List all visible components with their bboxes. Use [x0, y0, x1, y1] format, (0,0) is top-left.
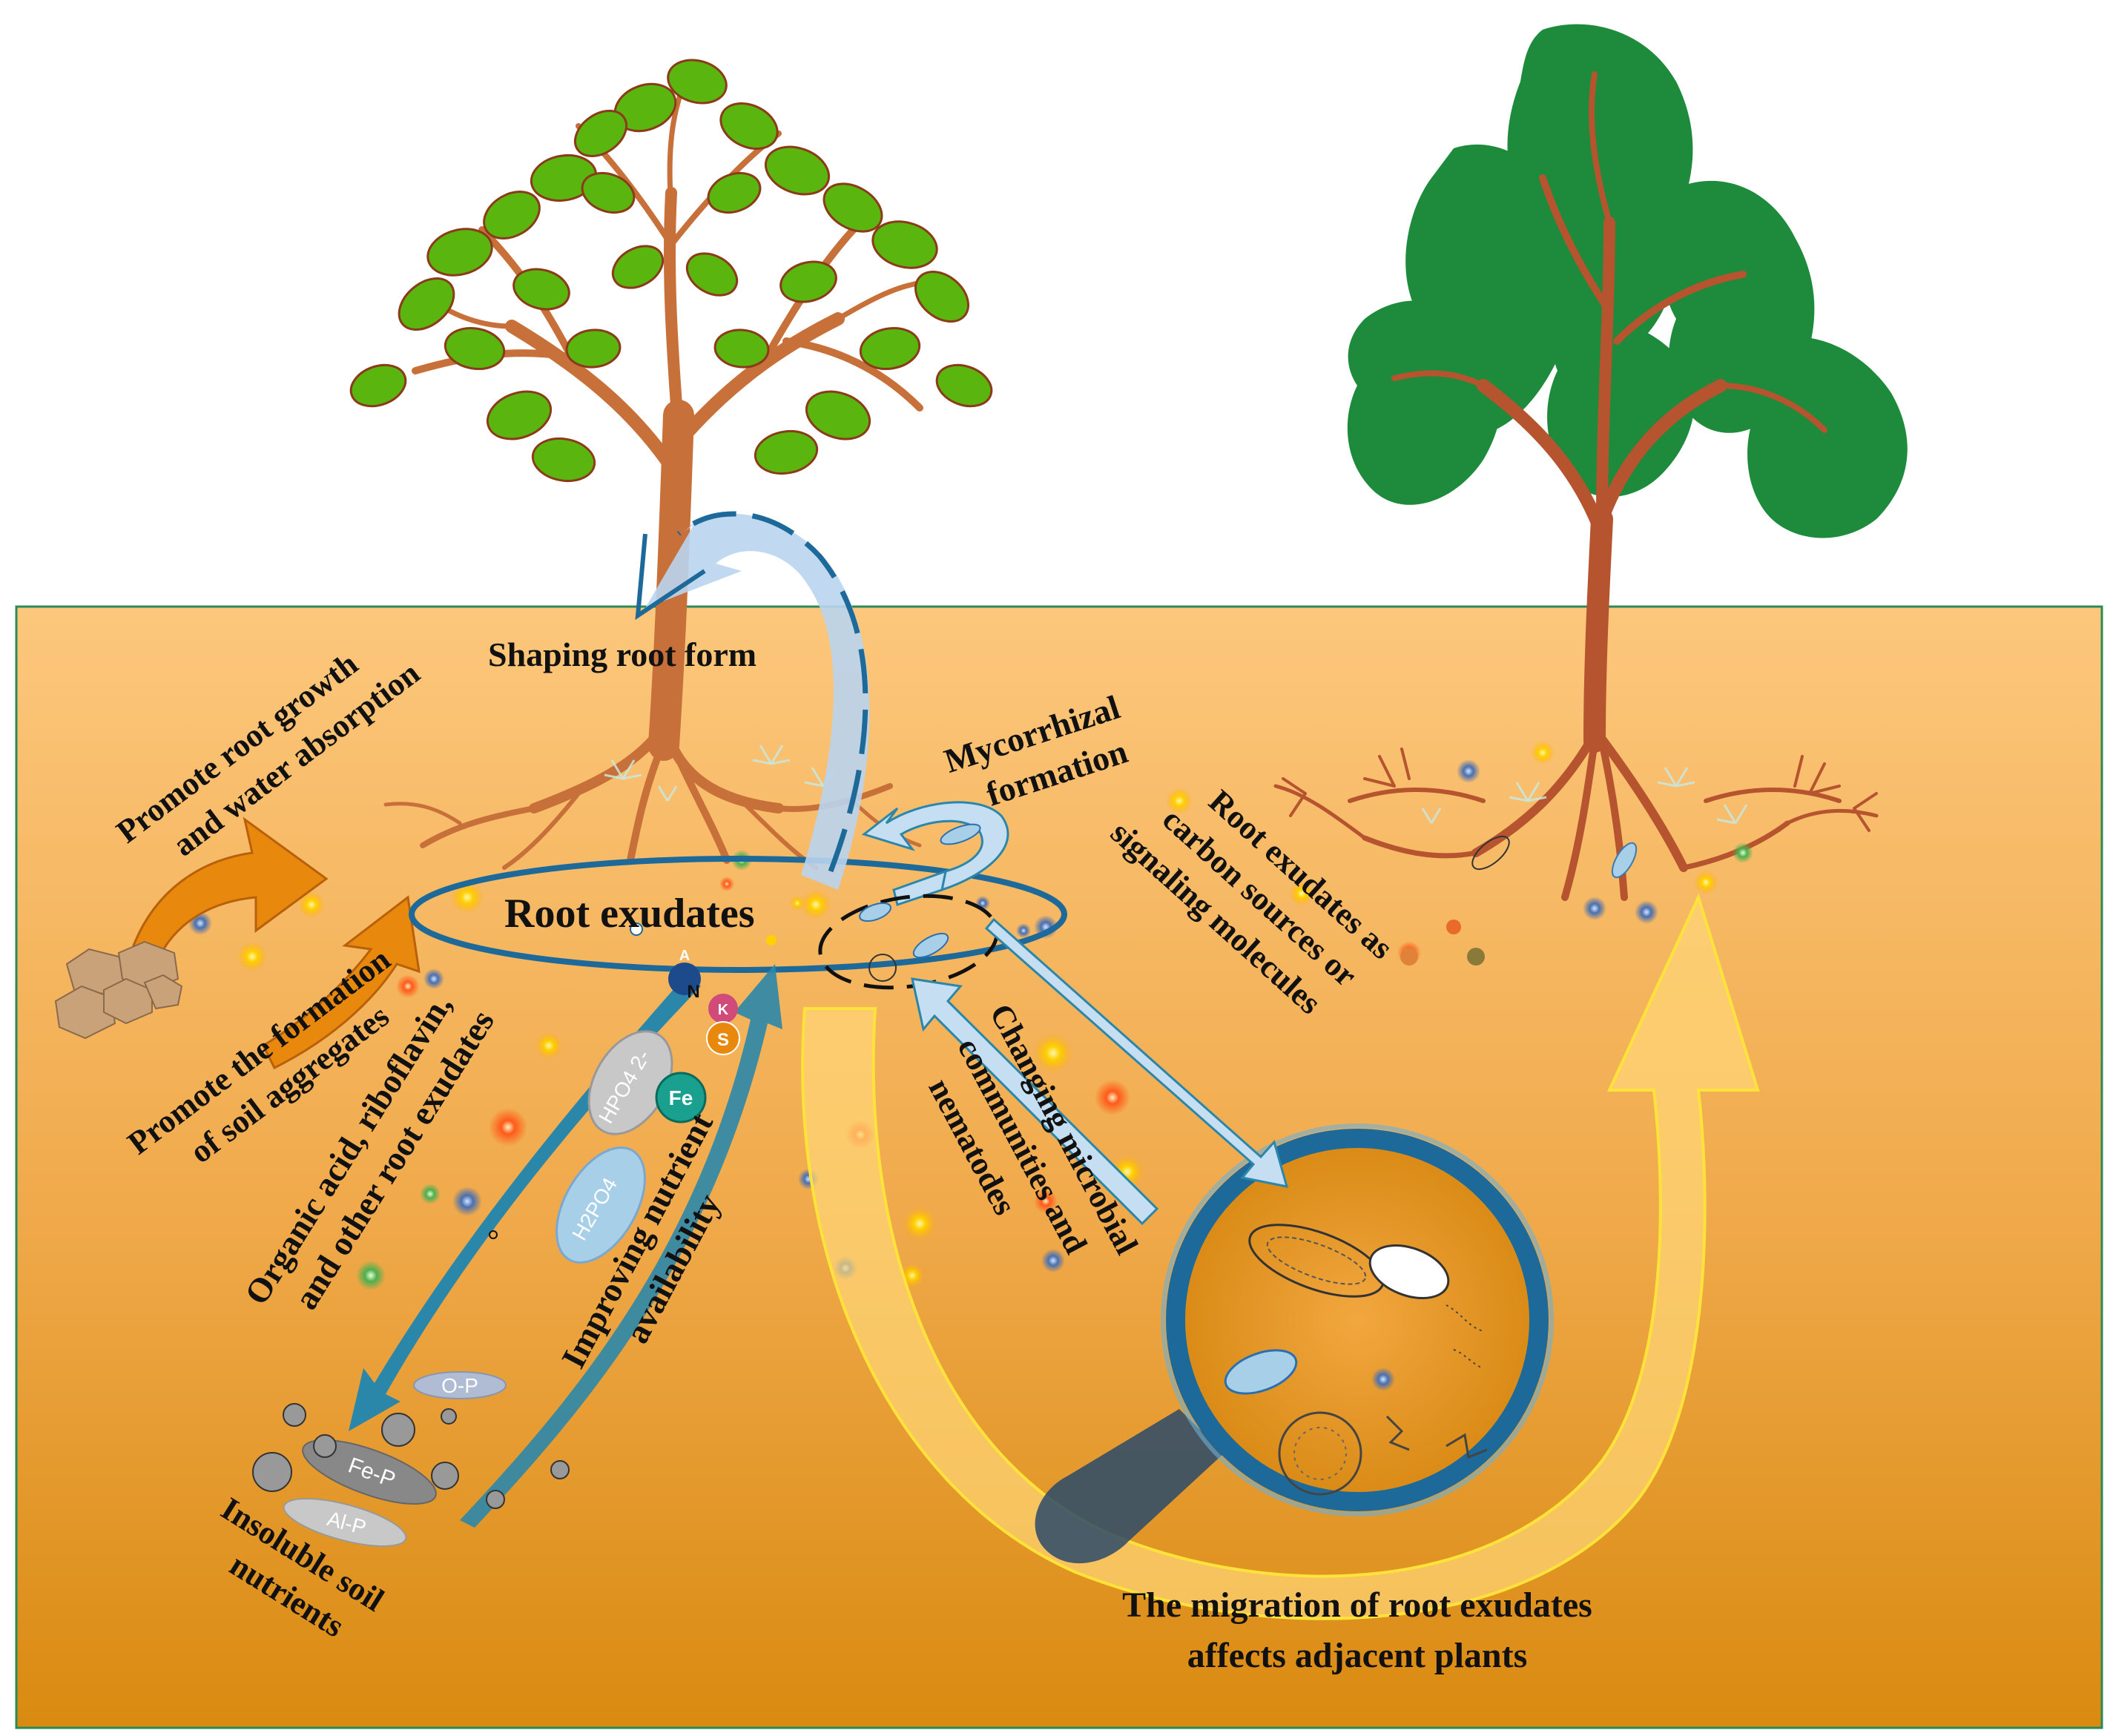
label-shaping-root-form: Shaping root form	[488, 636, 756, 673]
label-mycorrhizal: Mycorrhizal formation	[940, 688, 1132, 813]
shaping-root-arrow	[635, 511, 870, 890]
insoluble-nutrients: O-P Fe-P Al-P	[252, 1371, 570, 1547]
nutrient-ovals: HPO4 2- H2PO4 Fe A N K S	[489, 948, 740, 1264]
left-tree	[349, 59, 993, 870]
k-label: K	[718, 1002, 729, 1018]
fe-label: Fe	[669, 1086, 693, 1109]
label-migration-1: The migration of root exudates	[1122, 1585, 1592, 1625]
magnifier	[1035, 1123, 1554, 1564]
op-label: O-P	[441, 1374, 478, 1397]
orange-arrows	[132, 816, 421, 1070]
a-label: A	[679, 948, 690, 964]
nutrient-loop-arrow	[349, 964, 782, 1528]
root-exudates-ring	[409, 856, 1067, 973]
n-label: N	[687, 982, 699, 1002]
s-label: S	[717, 1030, 729, 1050]
label-migration-2: affects adjacent plants	[1187, 1636, 1528, 1675]
label-root-exudates: Root exudates	[504, 891, 755, 937]
right-tree	[1273, 24, 1908, 901]
soil-aggregates	[54, 940, 183, 1040]
signal-arrows	[911, 917, 1289, 1226]
